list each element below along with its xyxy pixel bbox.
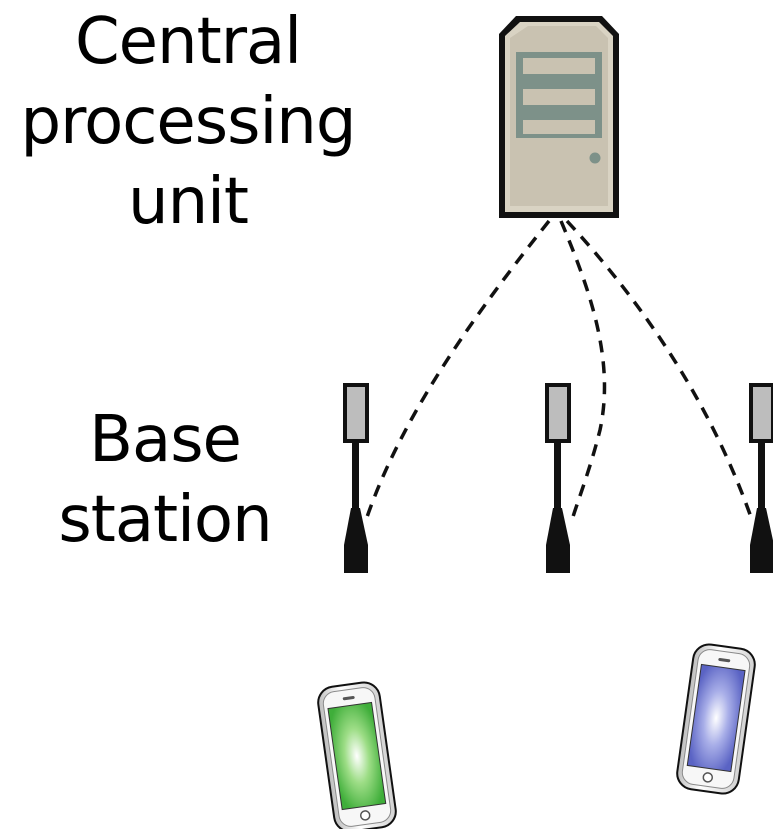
antenna-icon [545,383,571,573]
link-to-base-station-2 [559,220,607,521]
cpu-label-line-1: Central [74,5,302,79]
server-links [364,219,754,521]
antenna-icon [749,383,773,573]
smartphone-icon [317,681,397,829]
link-to-base-station-3 [565,219,754,521]
server-drive-slots [516,52,602,138]
base-station-label-line-1: Base [89,403,242,477]
antenna-icon [343,383,369,573]
smartphone-icon [676,643,756,795]
link-to-base-station-1 [364,219,551,521]
base-station-label: Base station [30,400,300,560]
central-processing-unit-label: Central processing unit [0,2,376,242]
base-station-label-line-2: station [58,483,272,557]
cpu-label-line-2: processing [20,85,357,159]
server-power-led [589,152,601,164]
cpu-label-line-3: unit [128,165,249,239]
server-icon [499,16,619,218]
